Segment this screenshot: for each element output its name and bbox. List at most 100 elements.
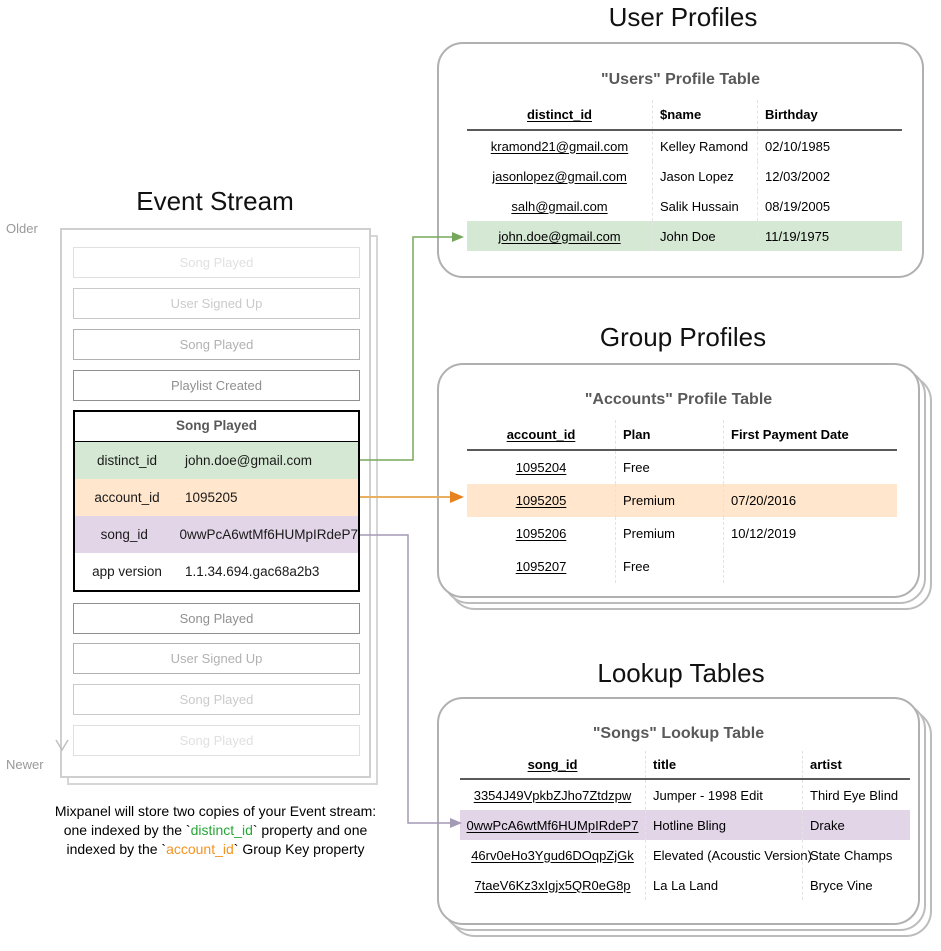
cell-birthday: 12/03/2002 (757, 161, 902, 191)
table-row: 1095206 Premium 10/12/2019 (467, 517, 897, 550)
table-row-highlighted-purple: 0wwPcA6wtMf6HUMpIRdeP7 Hotline Bling Dra… (460, 810, 910, 840)
event-box: Song Played (73, 603, 360, 634)
accounts-table-title: "Accounts" Profile Table (584, 391, 773, 408)
table-row: salh@gmail.com Salik Hussain 08/19/2005 (467, 191, 902, 221)
cell-name: John Doe (652, 221, 757, 251)
table-row: 46rv0eHo3Ygud6DOqpZjGk Elevated (Acousti… (460, 840, 910, 870)
caption-line1: Mixpanel will store two copies of your E… (54, 803, 377, 819)
cell-distinct-id: jasonlopez@gmail.com (492, 168, 627, 184)
cell-song-id: 0wwPcA6wtMf6HUMpIRdeP7 (466, 817, 639, 833)
cell-title: Jumper - 1998 Edit (645, 780, 802, 810)
cell-song-id: 7taeV6Kz3xIgjx5QR0eG8p (474, 877, 631, 893)
caption-line3-pre: indexed by the ` (66, 840, 167, 857)
event-property-row-distinct-id: distinct_id john.doe@gmail.com (75, 442, 358, 479)
table-row-highlighted-green: john.doe@gmail.com John Doe 11/19/1975 (467, 221, 902, 251)
users-profile-card: "Users" Profile Table distinct_id $name … (437, 42, 924, 278)
expanded-event-title: Song Played (75, 412, 358, 442)
accounts-profile-card: "Accounts" Profile Table account_id Plan… (437, 363, 920, 598)
newer-label: Newer (6, 757, 44, 772)
caption-line2-pre: one indexed by the ` (63, 821, 191, 838)
cell-first-payment-date (723, 550, 897, 583)
accounts-table-header: account_id Plan First Payment Date (467, 420, 897, 449)
cell-account-id: 1095206 (515, 526, 567, 541)
caption-distinct-id: distinct_id (190, 821, 253, 838)
event-box: Song Played (73, 684, 360, 715)
cell-birthday: 02/10/1985 (757, 131, 902, 161)
property-key: app version (92, 564, 162, 579)
cell-account-id: 1095204 (515, 460, 567, 475)
event-property-row-song-id: song_id 0wwPcA6wtMf6HUMpIRdeP7 (75, 516, 358, 553)
cell-artist: Drake (802, 810, 910, 840)
table-row: 3354J49VpkbZJho7Ztdzpw Jumper - 1998 Edi… (460, 780, 910, 810)
songs-lookup-card: "Songs" Lookup Table song_id title artis… (437, 697, 920, 925)
column-header: First Payment Date (723, 420, 897, 449)
songs-table-header: song_id title artist (460, 751, 910, 778)
property-value: 1095205 (185, 490, 238, 505)
event-box: Song Played (73, 329, 360, 360)
event-box: Song Played (73, 247, 360, 278)
event-stream-title: Event Stream (136, 186, 294, 216)
table-row: jasonlopez@gmail.com Jason Lopez 12/03/2… (467, 161, 902, 191)
column-header: account_id (506, 427, 576, 442)
column-header: song_id (527, 757, 578, 772)
cell-artist: Bryce Vine (802, 870, 910, 900)
cell-name: Jason Lopez (652, 161, 757, 191)
cell-birthday: 11/19/1975 (757, 221, 902, 251)
cell-plan: Free (615, 451, 723, 484)
caption-account-id: account_id (166, 840, 234, 857)
caption-line2-post: ` property and one (252, 821, 368, 838)
cell-title: Hotline Bling (645, 810, 802, 840)
cell-first-payment-date: 10/12/2019 (723, 517, 897, 550)
cell-distinct-id: kramond21@gmail.com (490, 138, 629, 154)
cell-song-id: 46rv0eHo3Ygud6DOqpZjGk (471, 847, 634, 863)
caption-line3-post: ` Group Key property (233, 840, 365, 857)
accounts-table: account_id Plan First Payment Date 10952… (467, 420, 897, 583)
users-table-header: distinct_id $name Birthday (467, 100, 902, 129)
cell-plan: Premium (615, 517, 723, 550)
column-header: $name (652, 100, 757, 129)
cell-account-id: 1095205 (515, 493, 567, 508)
event-box: User Signed Up (73, 643, 360, 674)
cell-plan: Premium (615, 484, 723, 517)
cell-distinct-id: salh@gmail.com (511, 198, 608, 214)
cell-artist: Third Eye Blind (802, 780, 910, 810)
cell-name: Salik Hussain (652, 191, 757, 221)
group-profiles-title: Group Profiles (599, 322, 767, 352)
songs-table-title: "Songs" Lookup Table (592, 725, 765, 742)
property-key: song_id (100, 527, 148, 542)
property-value: 1.1.34.694.gac68a2b3 (185, 564, 320, 579)
event-box: User Signed Up (73, 288, 360, 319)
header-rule (467, 449, 897, 451)
event-box: Song Played (73, 725, 360, 756)
table-row: kramond21@gmail.com Kelley Ramond 02/10/… (467, 131, 902, 161)
cell-song-id: 3354J49VpkbZJho7Ztdzpw (473, 787, 632, 803)
users-table-title: "Users" Profile Table (601, 71, 760, 88)
column-header: distinct_id (526, 107, 592, 122)
column-header: artist (802, 751, 910, 778)
table-row: 7taeV6Kz3xIgjx5QR0eG8p La La Land Bryce … (460, 870, 910, 900)
property-value: john.doe@gmail.com (185, 453, 313, 468)
cell-artist: State Champs (802, 840, 910, 870)
event-stream-caption: Mixpanel will store two copies of your E… (43, 802, 388, 858)
header-rule (467, 129, 902, 131)
column-header: Plan (615, 420, 723, 449)
songs-table: song_id title artist 3354J49VpkbZJho7Ztd… (460, 751, 910, 900)
column-header: title (645, 751, 802, 778)
table-row: 1095207 Free (467, 550, 897, 583)
event-property-row-account-id: account_id 1095205 (75, 479, 358, 516)
cell-first-payment-date: 07/20/2016 (723, 484, 897, 517)
table-row: 1095204 Free (467, 451, 897, 484)
event-property-row-app-version: app version 1.1.34.694.gac68a2b3 (75, 553, 358, 590)
event-box: Playlist Created (73, 370, 360, 401)
lookup-tables-title: Lookup Tables (597, 658, 765, 688)
event-stream-container: Song Played User Signed Up Song Played P… (60, 228, 371, 778)
column-header: Birthday (757, 100, 902, 129)
cell-plan: Free (615, 550, 723, 583)
cell-first-payment-date (723, 451, 897, 484)
expanded-event-card: Song Played distinct_id john.doe@gmail.c… (73, 410, 360, 592)
users-table: distinct_id $name Birthday kramond21@gma… (467, 100, 902, 251)
cell-title: La La Land (645, 870, 802, 900)
user-profiles-title: User Profiles (608, 2, 758, 32)
property-value: 0wwPcA6wtMf6HUMpIRdeP7 (179, 527, 358, 542)
property-key: distinct_id (96, 453, 158, 468)
